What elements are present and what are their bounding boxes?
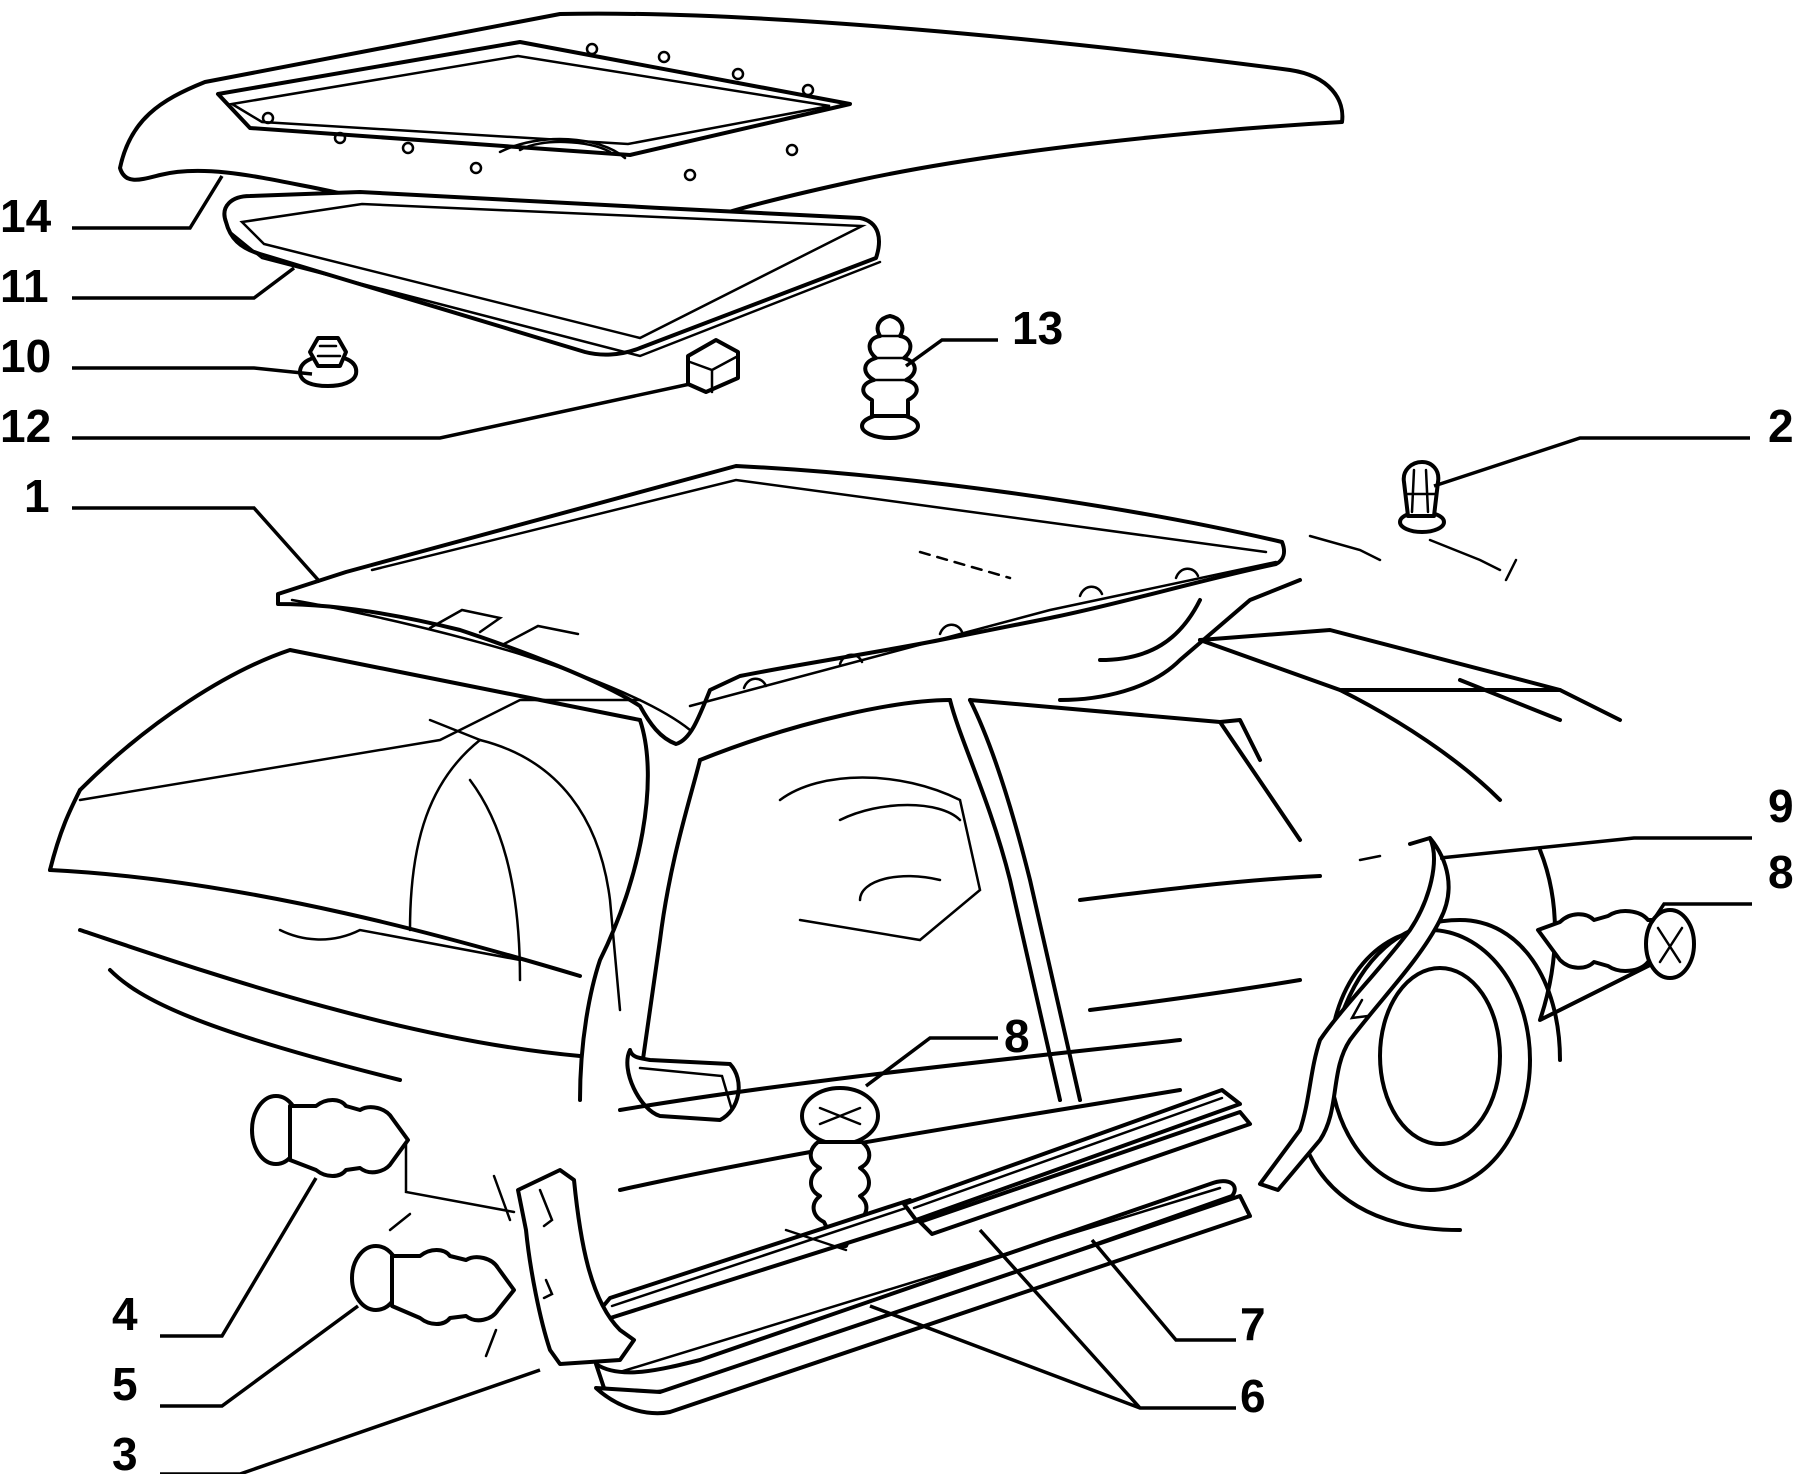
- callout-4: 4: [112, 1288, 138, 1340]
- callout-5: 5: [112, 1358, 138, 1410]
- screw-part-5: [350, 1244, 516, 1326]
- roof-panel-part: [276, 464, 1286, 746]
- sunroof-seal-part: [222, 190, 882, 358]
- callout-1: 1: [24, 470, 50, 522]
- callout-7: 7: [1240, 1298, 1266, 1350]
- callout-14: 14: [0, 190, 52, 242]
- retainer-clip-part: [1398, 460, 1446, 534]
- wheel-arch-trim-part: [1258, 836, 1451, 1192]
- callout-3: 3: [112, 1428, 138, 1474]
- callout-9: 9: [1768, 780, 1794, 832]
- door-sill-parts: [594, 1088, 1252, 1416]
- clip-nut-part: [298, 336, 359, 388]
- screw-part-4: [250, 1094, 410, 1178]
- callout-12: 12: [0, 400, 51, 452]
- leader-lines: [72, 175, 1752, 1474]
- clip-bracket-part: [686, 338, 740, 394]
- callout-8-right: 8: [1768, 846, 1794, 898]
- callout-13: 13: [1012, 302, 1063, 354]
- screw-part-right: [1536, 908, 1696, 980]
- car-body: [48, 534, 1682, 1232]
- push-pin-part: [860, 314, 920, 440]
- callout-2: 2: [1768, 400, 1794, 452]
- callout-8-middle: 8: [1004, 1010, 1030, 1062]
- callout-labels: 14 11 10 12 1 13 2 9 8 8 4 5 3 7 6: [0, 190, 1794, 1474]
- pillar-trim-part: [388, 1142, 848, 1366]
- callout-10: 10: [0, 330, 51, 382]
- callout-6: 6: [1240, 1370, 1266, 1422]
- callout-11: 11: [0, 260, 49, 312]
